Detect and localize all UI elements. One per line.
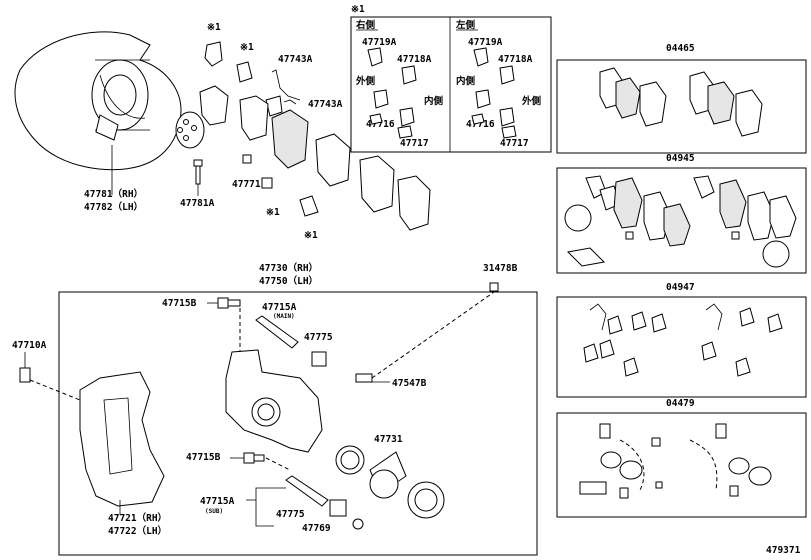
bolt-47710a[interactable] bbox=[19, 367, 31, 383]
bolt-47715b-upper[interactable] bbox=[217, 297, 241, 309]
label-47547b: 47547B bbox=[392, 378, 427, 389]
hub-flange[interactable] bbox=[175, 111, 205, 149]
lh-side-heading: 左側 bbox=[455, 19, 476, 31]
label-47718a-lh: 47718A bbox=[498, 54, 533, 65]
label-47769: 47769 bbox=[302, 523, 331, 534]
cylinder-boot[interactable] bbox=[407, 481, 445, 519]
kit-04947-box[interactable] bbox=[556, 296, 807, 398]
label-47716-rh: 47716 bbox=[366, 119, 395, 130]
bolt-47781a[interactable] bbox=[193, 159, 203, 185]
kit-04945-box[interactable] bbox=[556, 167, 807, 274]
main-note: (MAIN) bbox=[273, 313, 295, 320]
slide-pin-main[interactable] bbox=[255, 315, 299, 349]
brake-pad[interactable] bbox=[199, 85, 431, 231]
label-47781a: 47781A bbox=[180, 198, 215, 209]
note-1a: ※1 bbox=[207, 22, 221, 33]
kit-04947-label: 04947 bbox=[666, 282, 695, 293]
anti-squeal-spring[interactable] bbox=[283, 99, 297, 105]
label-47719a-rh: 47719A bbox=[362, 37, 397, 48]
sub-note: (SUB) bbox=[205, 508, 223, 515]
label-47715b-2: 47715B bbox=[186, 452, 221, 463]
box-note: ※1 bbox=[351, 4, 365, 15]
label-47721: 47721（RH） bbox=[108, 512, 167, 524]
kit-04465-label: 04465 bbox=[666, 43, 695, 54]
label-47716-lh: 47716 bbox=[466, 119, 495, 130]
label-47717-lh: 47717 bbox=[500, 138, 529, 149]
note-1c: ※1 bbox=[266, 207, 280, 218]
anti-squeal-spring[interactable] bbox=[271, 69, 301, 101]
label-47730: 47730（RH） bbox=[259, 262, 318, 274]
pad-support-plate-lh[interactable] bbox=[471, 47, 517, 139]
dust-shield[interactable] bbox=[14, 31, 182, 171]
pad-clip[interactable] bbox=[204, 41, 319, 217]
label-47715a-sub: 47715A bbox=[200, 496, 235, 507]
label-47717-rh: 47717 bbox=[400, 138, 429, 149]
rh-side-heading: 右側 bbox=[355, 19, 376, 31]
kit-04479-seals bbox=[579, 423, 772, 499]
kit-04947-clips bbox=[583, 303, 783, 377]
bleeder-plug[interactable] bbox=[355, 373, 373, 383]
kit-04945-label: 04945 bbox=[666, 153, 695, 164]
inner-rh: 内側 bbox=[424, 95, 444, 107]
caliper-body[interactable] bbox=[225, 349, 323, 453]
inner-lh: 内側 bbox=[456, 75, 476, 87]
label-47743a-1: 47743A bbox=[278, 54, 313, 65]
bleeder-cap[interactable] bbox=[489, 282, 499, 292]
label-47722: 47722（LH） bbox=[108, 525, 167, 537]
kit-04465-box[interactable] bbox=[556, 59, 807, 154]
note-1d: ※1 bbox=[304, 230, 318, 241]
bushing-47769[interactable] bbox=[352, 518, 364, 530]
label-47719a-lh: 47719A bbox=[468, 37, 503, 48]
label-47731: 47731 bbox=[374, 434, 403, 445]
piston-seal[interactable] bbox=[335, 445, 365, 475]
kit-04479-label: 04479 bbox=[666, 398, 695, 409]
label-47782: 47782（LH） bbox=[84, 201, 143, 213]
pin-boot-upper[interactable] bbox=[311, 351, 327, 367]
caliper-mounting-bracket[interactable] bbox=[79, 371, 165, 507]
label-47710a: 47710A bbox=[12, 340, 47, 351]
bolt-47715b-lower[interactable] bbox=[243, 452, 265, 464]
label-47718a-rh: 47718A bbox=[397, 54, 432, 65]
label-31478b: 31478B bbox=[483, 263, 518, 274]
outer-lh: 外側 bbox=[521, 95, 542, 107]
pin-boot-lower[interactable] bbox=[329, 499, 347, 517]
note-1b: ※1 bbox=[240, 42, 254, 53]
outer-rh: 外側 bbox=[355, 75, 376, 87]
label-47743a-2: 47743A bbox=[308, 99, 343, 110]
label-47771: 47771 bbox=[232, 179, 261, 190]
label-47715b-1: 47715B bbox=[162, 298, 197, 309]
label-47715a-main: 47715A bbox=[262, 302, 297, 313]
kit-04479-box[interactable] bbox=[556, 412, 807, 518]
label-47775-2: 47775 bbox=[276, 509, 305, 520]
kit-04465-pads bbox=[599, 67, 763, 137]
label-47781: 47781（RH） bbox=[84, 188, 143, 200]
pad-wear-indicator[interactable] bbox=[242, 154, 273, 189]
label-47775-1: 47775 bbox=[304, 332, 333, 343]
pad-support-plate-rh[interactable] bbox=[367, 47, 417, 139]
slide-pin-sub[interactable] bbox=[285, 475, 329, 507]
clip-detail-box bbox=[350, 16, 552, 153]
caliper-assembly-box bbox=[58, 291, 538, 556]
caliper-piston[interactable] bbox=[369, 451, 407, 499]
label-47750: 47750（LH） bbox=[259, 275, 318, 287]
figure-number: 479371 bbox=[766, 545, 801, 556]
kit-04945-shims bbox=[564, 175, 797, 268]
